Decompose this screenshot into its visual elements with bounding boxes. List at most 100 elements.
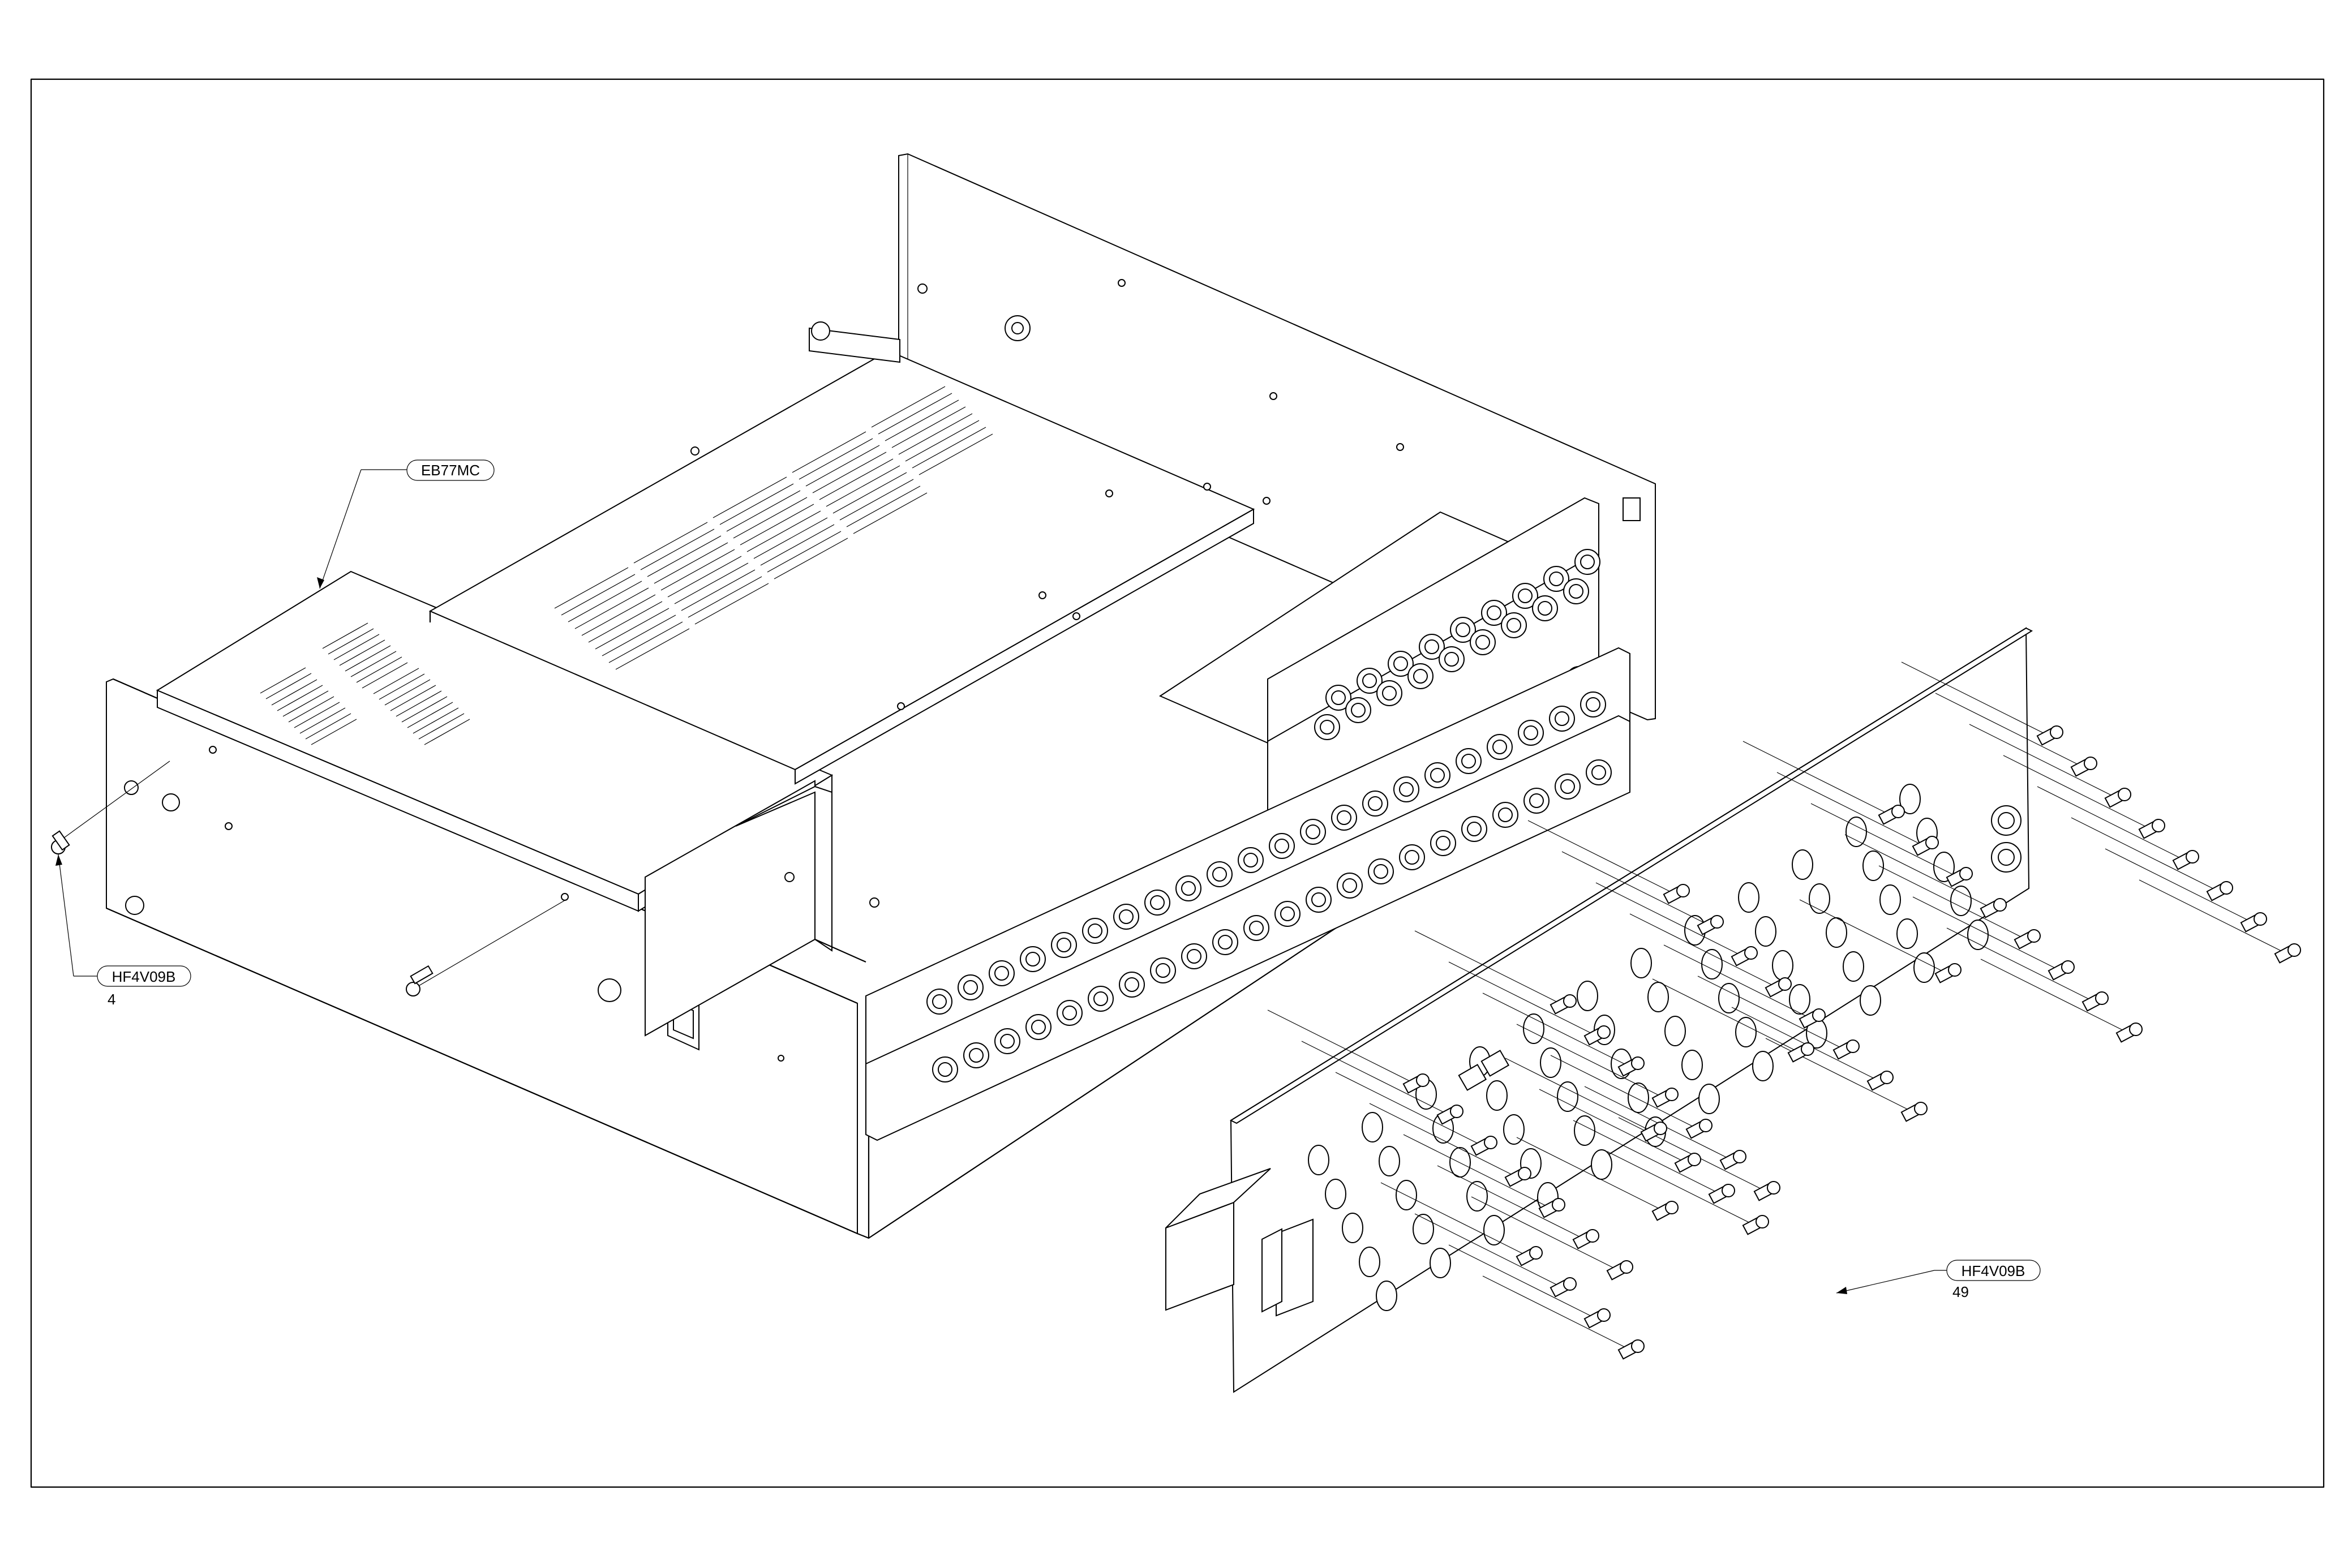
rca-jack-center (1431, 768, 1444, 782)
rca-jack-center (1088, 924, 1102, 938)
screw-head (1564, 995, 1576, 1007)
rca-jack-center (1462, 754, 1475, 768)
screw-head (1722, 1184, 1735, 1197)
rca-jack-center (1275, 839, 1289, 853)
rca-jack-center (1445, 652, 1458, 666)
rca-jack-center (1026, 952, 1040, 966)
screw-head (1552, 1198, 1565, 1211)
screw-head (1450, 1105, 1463, 1118)
screw-head (1530, 1247, 1542, 1259)
screw-head (2050, 726, 2063, 738)
screw-head (1666, 1088, 1678, 1101)
panel-hole (1846, 817, 1866, 847)
rca-jack-center (1368, 797, 1382, 810)
panel-hole (1487, 1081, 1507, 1110)
panel-hole (1753, 1051, 1773, 1081)
panel-hole (1914, 953, 1934, 982)
panel-hole (1413, 1214, 1433, 1244)
panel-hole (1702, 950, 1722, 979)
rca-jack-center (1187, 950, 1201, 963)
rca-jack-center (1218, 935, 1232, 949)
screw-head (1881, 1071, 1893, 1084)
panel-hole (1591, 1150, 1612, 1179)
rca-jack-center (1374, 865, 1388, 878)
panel-hole (1308, 1145, 1329, 1175)
panel-hole (1682, 1050, 1702, 1080)
callout-label: EB77MC (421, 462, 480, 479)
rca-jack-center (1414, 669, 1427, 683)
rca-jack-center (1250, 921, 1263, 935)
panel-hole (1376, 1281, 1397, 1311)
callout-quantity: 49 (1952, 1283, 1969, 1300)
rca-jack-center (1057, 938, 1071, 952)
screw-head (1994, 899, 2006, 911)
screw-head (2028, 930, 2040, 942)
screw-head (2062, 961, 2074, 973)
rca-jack-center (1182, 882, 1195, 895)
rca-jack-center (1538, 602, 1552, 615)
screw-head (1564, 1278, 1576, 1290)
rca-jack-center (1487, 606, 1501, 620)
rca-jack-center (1436, 836, 1450, 850)
screw-head (1801, 1043, 1814, 1055)
panel-hole (1860, 986, 1881, 1015)
screw-head (1745, 947, 1757, 959)
panel-hole (1826, 918, 1847, 947)
screw-head (1677, 884, 1689, 897)
screw-head (1711, 916, 1723, 928)
rca-jack-center (1351, 703, 1365, 717)
panel-hole (1648, 982, 1668, 1012)
rca-jack-center (1561, 780, 1574, 793)
screw-head (1926, 836, 1938, 849)
screw-head (1417, 1074, 1429, 1086)
rca-jack-center (969, 1049, 983, 1062)
rca-jack-center (933, 995, 946, 1008)
panel-hole (1484, 1215, 1504, 1245)
screw-head (1586, 1230, 1599, 1242)
rca-jack-center (1001, 1034, 1014, 1048)
rca-jack-center (1125, 978, 1139, 991)
rca-jack-center (1320, 720, 1334, 734)
rca-jack-center (1063, 1006, 1076, 1020)
rca-jack-center (1476, 635, 1490, 649)
rca-jack-center (1094, 992, 1108, 1006)
rca-jack-center (1530, 794, 1543, 807)
screw-head (1666, 1201, 1678, 1214)
screw-head (1948, 964, 1961, 976)
callout-eb77mc: EB77MC (317, 460, 494, 588)
rca-jack-center (1493, 740, 1507, 754)
panel-hole (1362, 1112, 1383, 1142)
panel-hole (1699, 1084, 1719, 1114)
panel-hole (1577, 981, 1598, 1011)
screw-head (2130, 1023, 2142, 1036)
rca-jack-center (1281, 907, 1294, 921)
panel-hole (1897, 919, 1917, 948)
panel-hole (1665, 1016, 1685, 1046)
callout-label: HF4V09B (1962, 1262, 2025, 1279)
callout-quantity: 4 (108, 991, 115, 1008)
panel-hole (1739, 883, 1759, 912)
rca-jack-center (1032, 1020, 1045, 1034)
panel-hole (1951, 886, 1971, 916)
screw-head (2096, 992, 2108, 1004)
rca-jack-center (1499, 808, 1512, 822)
rca-jack-center (1456, 623, 1470, 637)
rca-jack-center (1569, 585, 1583, 598)
panel-hole (1540, 1048, 1561, 1077)
rca-jack-center (1524, 726, 1538, 740)
rca-jack-center (995, 966, 1008, 980)
callout-hf4v09b-right: HF4V09B 49 (1836, 1260, 2040, 1300)
panel-hole (1379, 1146, 1400, 1176)
screw-head (2186, 850, 2199, 863)
screw-head (1892, 805, 1904, 818)
screw-head (2254, 913, 2267, 925)
screw-head (1915, 1102, 1927, 1115)
panel-hole (1430, 1248, 1450, 1278)
panel-hole (1843, 952, 1864, 981)
screw-head (1632, 1340, 1644, 1352)
panel-hole (1863, 851, 1883, 880)
screw-head (1779, 978, 1791, 990)
rca-jack-center (1586, 698, 1600, 711)
panel-hole (1325, 1179, 1346, 1209)
